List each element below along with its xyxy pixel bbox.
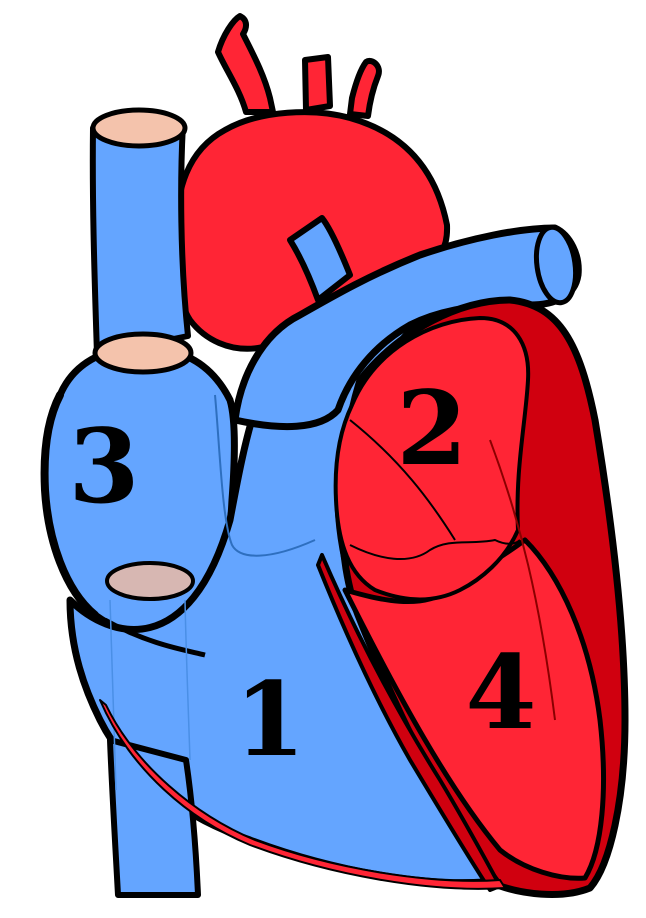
ivc-inner-line-2 [184,599,191,761]
label-right-atrium: 3 [69,407,140,527]
label-right-ventricle: 1 [235,660,306,780]
ivc-opening [105,561,195,601]
left-heart [99,296,629,898]
heart-outline-left [40,391,99,619]
septum-dark-band [316,553,502,892]
aorta-branch-3 [347,58,382,119]
superior-vena-cava [89,107,191,358]
ivc-inner-line-1 [109,599,117,791]
inferior-vena-cava [107,737,201,898]
label-left-ventricle: 4 [466,633,537,753]
left-atrium-inner-line [349,419,456,541]
bottom-red-rim [99,699,506,890]
left-ventricle-inner-line [489,439,556,721]
right-atrium-seam [103,617,206,658]
pulmonary-artery [231,215,582,430]
aorta-branch-2 [302,54,333,113]
mitral-valve-line [349,538,521,561]
label-left-atrium: 2 [397,369,468,489]
chamber-labels: 3 2 1 4 [69,369,537,780]
pulmonary-artery-opening [533,224,579,306]
right-ventricle-line [214,394,316,557]
svc-lower-opening [92,331,194,375]
svc-opening [90,107,188,149]
aorta-branch-1 [215,13,276,115]
pulmonary-branch [287,215,353,303]
